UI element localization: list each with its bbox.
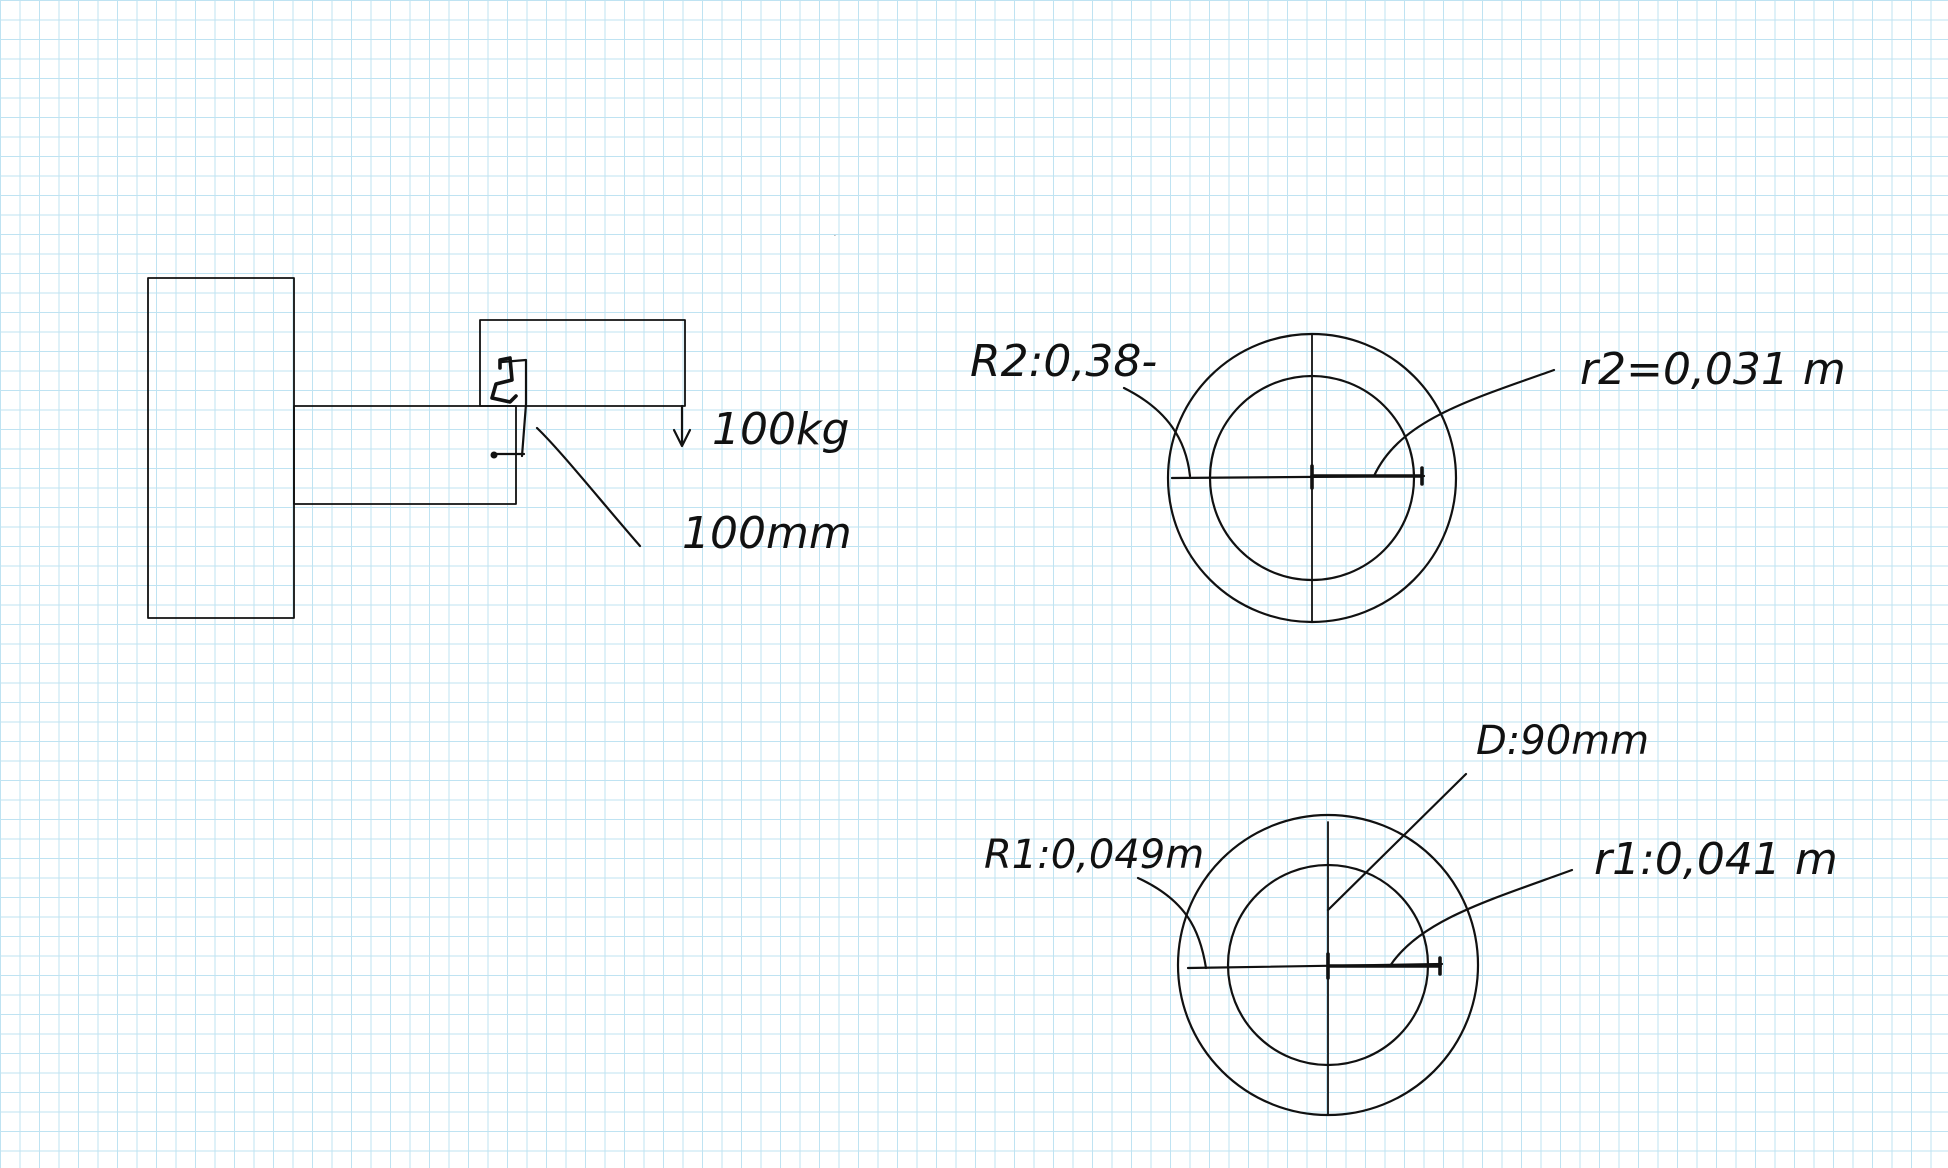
cross-section-1 [1136,772,1574,1117]
beam-assembly [147,277,692,619]
section-1-outer-leader [1136,876,1208,970]
section-2-inner-leader [1372,368,1556,478]
fastener-mark [490,356,518,404]
section-2-outer-leader [1122,386,1192,478]
stray-dot: . [834,231,836,238]
bracket-mark [492,358,528,458]
inner-radius-2-label: r2=0,031 m [1580,344,1846,395]
diameter-label: D:90mm [1476,718,1649,764]
outer-radius-2-label: R2:0,38- [970,336,1157,387]
load-label: 100kg [712,404,849,455]
cross-section-2 [1122,332,1556,624]
length-label: 100mm [682,508,852,559]
inner-radius-1-label: r1:0,041 m [1594,834,1838,885]
load-arrow [672,404,692,448]
pin-dot [490,451,498,459]
diameter-leader [1326,772,1468,912]
length-leader-line [535,426,642,548]
section-1-inner-leader [1388,868,1574,968]
shaft-body [293,405,517,505]
wall-support [147,277,295,619]
outer-radius-1-label: R1:0,049m [984,832,1204,878]
lever-arm [479,319,686,407]
